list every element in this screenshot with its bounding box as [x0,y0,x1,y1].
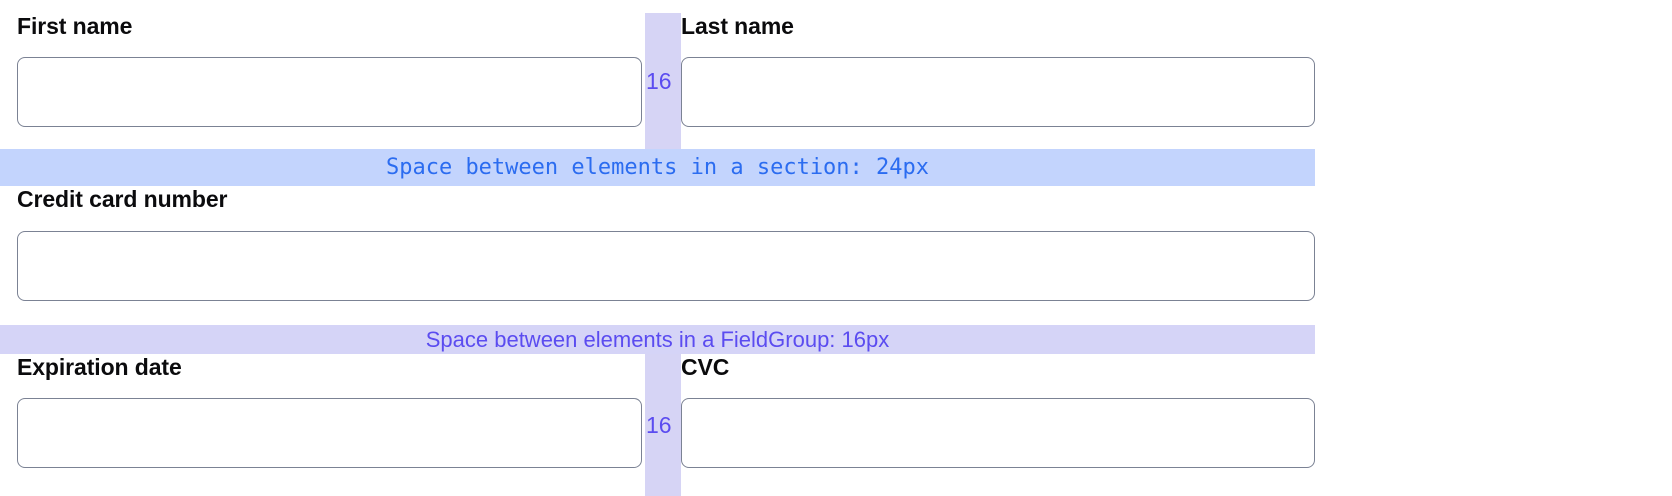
field-label-expiration-date: Expiration date [17,354,182,380]
section-spacing-annotation-text: Space between elements in a section: 24p… [385,154,930,180]
field-credit-card-number: Credit card number [17,186,1315,301]
column-gap-value-top: 16 [646,67,672,94]
field-expiration-date: Expiration date [17,354,642,468]
expiration-date-input[interactable] [17,398,642,468]
form-row-credit-card: Credit card number [0,186,1672,303]
last-name-input[interactable] [681,57,1315,127]
field-label-first-name: First name [17,13,133,39]
form-row-name: First name Last name [0,13,1672,149]
field-last-name: Last name [681,13,1315,127]
cvc-input[interactable] [681,398,1315,468]
field-cvc: CVC [681,354,1315,468]
section-spacing-annotation-band: Space between elements in a section: 24p… [0,149,1315,186]
column-gap-indicator-bottom: 16 [645,354,681,496]
credit-card-number-input[interactable] [17,231,1315,301]
column-gap-indicator-top: 16 [645,13,681,149]
column-gap-value-bottom: 16 [646,411,672,438]
field-label-credit-card-number: Credit card number [17,186,228,212]
field-label-last-name: Last name [681,13,794,39]
form-row-expiry-cvc: Expiration date CVC [0,354,1672,496]
first-name-input[interactable] [17,57,642,127]
field-label-cvc: CVC [681,354,730,380]
field-first-name: First name [17,13,642,127]
fieldgroup-spacing-annotation-text: Space between elements in a FieldGroup: … [425,326,890,352]
fieldgroup-spacing-annotation-band: Space between elements in a FieldGroup: … [0,325,1315,354]
